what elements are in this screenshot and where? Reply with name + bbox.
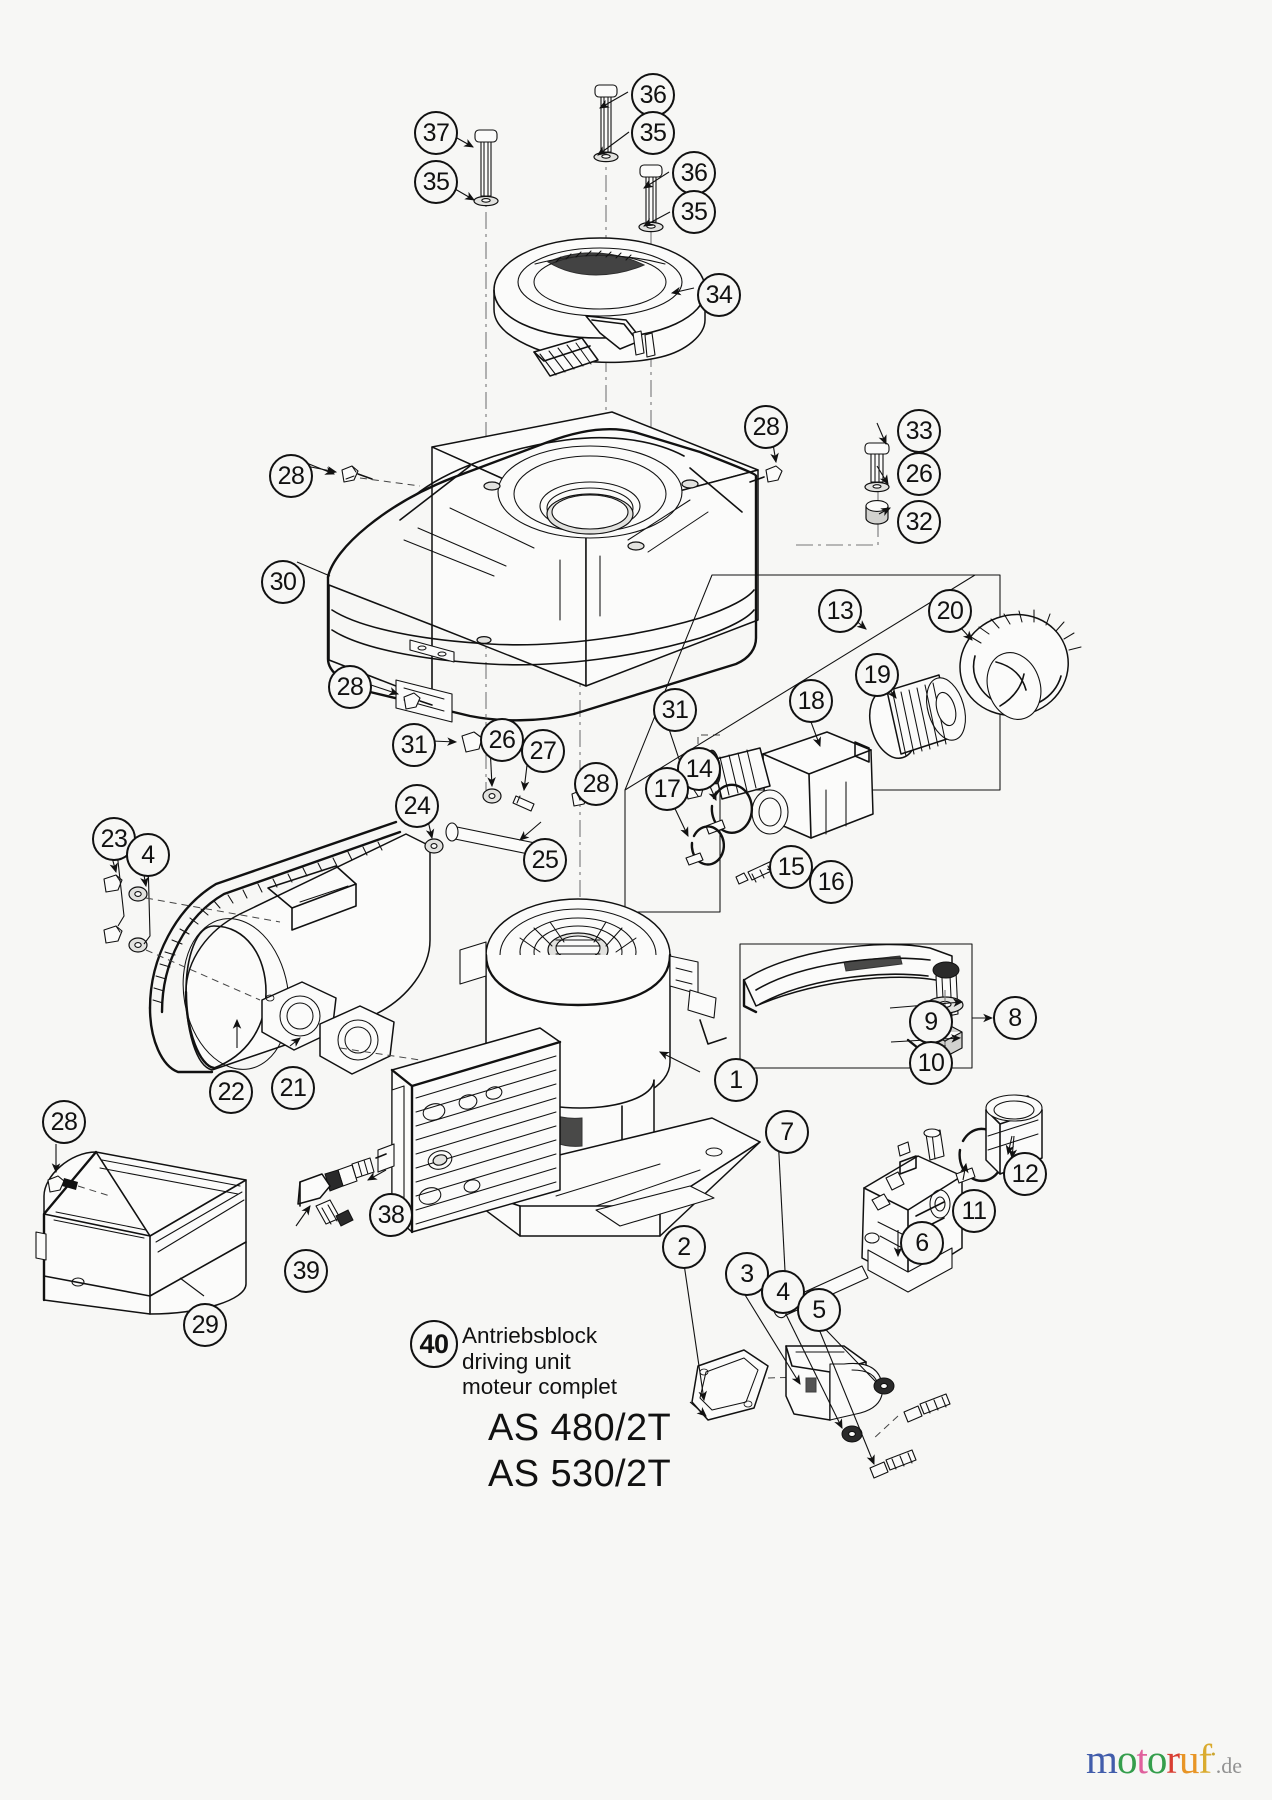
- callout-bubble-9[interactable]: 9: [909, 1000, 953, 1044]
- part-23-bolts: [103, 874, 123, 944]
- callout-bubble-7[interactable]: 7: [765, 1110, 809, 1154]
- callout-bubble-32[interactable]: 32: [897, 500, 941, 544]
- callout-bubble-21[interactable]: 21: [271, 1066, 315, 1110]
- part-28-screw-c: [749, 465, 783, 483]
- caption-block: Antriebsblock driving unit moteur comple…: [462, 1323, 617, 1400]
- callout-bubble-5[interactable]: 5: [797, 1288, 841, 1332]
- part-21-gaskets: [261, 981, 395, 1075]
- part-33-pin: [864, 442, 890, 483]
- part-14-clamp: [705, 783, 754, 835]
- part-26-washer-b: [482, 788, 502, 804]
- part-5-bolts: [869, 1393, 951, 1479]
- callout-bubble-26[interactable]: 26: [897, 452, 941, 496]
- callout-bubble-40[interactable]: 40: [410, 1320, 458, 1368]
- callout-bubble-31[interactable]: 31: [653, 688, 697, 732]
- callout-bubble-39[interactable]: 39: [284, 1249, 328, 1293]
- part-3-intake-manifold: [785, 1345, 884, 1421]
- part-6-carburetor: [861, 1128, 963, 1293]
- callout-bubble-17[interactable]: 17: [645, 767, 689, 811]
- callout-bubble-12[interactable]: 12: [1003, 1152, 1047, 1196]
- part-36-bolt-a: [593, 84, 619, 163]
- watermark-letter: o: [1116, 1736, 1137, 1782]
- part-28-screw-a: [341, 465, 373, 483]
- callout-bubble-29[interactable]: 29: [183, 1303, 227, 1347]
- part-39-plug-cap: [297, 1173, 354, 1227]
- callout-bubble-33[interactable]: 33: [897, 409, 941, 453]
- callout-bubble-28[interactable]: 28: [328, 665, 372, 709]
- callout-bubble-28[interactable]: 28: [574, 762, 618, 806]
- part-31-clip-b: [461, 731, 483, 753]
- part-12-intake-elbow: [985, 1094, 1043, 1175]
- callout-bubble-35[interactable]: 35: [631, 111, 675, 155]
- callout-bubble-26[interactable]: 26: [480, 718, 524, 762]
- part-28-screw-b: [403, 692, 433, 710]
- model-name-1: AS 480/2T: [488, 1407, 672, 1449]
- callout-bubble-38[interactable]: 38: [369, 1193, 413, 1237]
- caption-line-fr: moteur complet: [462, 1374, 618, 1399]
- callout-bubble-36[interactable]: 36: [631, 73, 675, 117]
- callout-bubble-15[interactable]: 15: [769, 845, 813, 889]
- motoruf-watermark: motoruf•.de: [1086, 1739, 1242, 1780]
- callout-bubble-8[interactable]: 8: [993, 996, 1037, 1040]
- callout-bubble-34[interactable]: 34: [697, 273, 741, 317]
- part-4-washers-b: [841, 1377, 895, 1443]
- watermark-tld: .de: [1215, 1753, 1242, 1778]
- callout-bubble-30[interactable]: 30: [261, 560, 305, 604]
- part-38-spark-plug: [324, 1153, 387, 1192]
- callout-bubble-31[interactable]: 31: [392, 723, 436, 767]
- watermark-letter: m: [1086, 1736, 1118, 1782]
- part-30-engine-cowling: [326, 411, 759, 723]
- part-20-filter-cover: [959, 609, 1082, 720]
- watermark-letter: r: [1166, 1736, 1180, 1782]
- part-2-intake-gasket: [691, 1349, 769, 1421]
- callout-bubble-28[interactable]: 28: [42, 1100, 86, 1144]
- watermark-letter: o: [1146, 1736, 1167, 1782]
- caption-line-de: Antriebsblock: [462, 1323, 598, 1348]
- callout-bubble-16[interactable]: 16: [809, 860, 853, 904]
- callout-bubble-36[interactable]: 36: [672, 151, 716, 195]
- part-24-washer: [424, 838, 444, 854]
- callout-bubble-11[interactable]: 11: [952, 1189, 996, 1233]
- part-17-clamp: [685, 825, 726, 866]
- callout-bubble-35[interactable]: 35: [672, 190, 716, 234]
- callout-bubble-28[interactable]: 28: [269, 454, 313, 498]
- callout-bubble-28[interactable]: 28: [744, 405, 788, 449]
- callout-bubble-37[interactable]: 37: [414, 111, 458, 155]
- callout-bubble-25[interactable]: 25: [523, 838, 567, 882]
- watermark-registered-mark: •: [1211, 1746, 1216, 1762]
- model-name-2: AS 530/2T: [488, 1453, 672, 1495]
- callout-bubble-3[interactable]: 3: [725, 1252, 769, 1296]
- callout-bubble-18[interactable]: 18: [789, 679, 833, 723]
- callout-bubble-1[interactable]: 1: [714, 1058, 758, 1102]
- callout-bubble-4[interactable]: 4: [126, 833, 170, 877]
- callout-bubble-20[interactable]: 20: [928, 589, 972, 633]
- part-37-bolt: [473, 129, 499, 207]
- part-26-washer: [864, 481, 890, 493]
- watermark-wordmark: motoruf: [1086, 1736, 1213, 1782]
- model-list: AS 480/2T AS 530/2T: [488, 1405, 671, 1497]
- callout-bubble-35[interactable]: 35: [414, 160, 458, 204]
- part-4-washers: [128, 886, 148, 953]
- callout-bubble-13[interactable]: 13: [818, 589, 862, 633]
- callout-bubble-22[interactable]: 22: [209, 1070, 253, 1114]
- callout-bubble-27[interactable]: 27: [521, 729, 565, 773]
- watermark-letter: u: [1179, 1736, 1199, 1782]
- caption-line-en: driving unit: [462, 1348, 571, 1374]
- part-19-filter-element: [869, 674, 966, 759]
- part-27-pin: [512, 795, 535, 812]
- callout-bubble-10[interactable]: 10: [909, 1041, 953, 1085]
- part-34-recoil-starter: [493, 237, 706, 377]
- part-29-deflector: [35, 1150, 247, 1315]
- part-32-grommet: [865, 500, 889, 525]
- part-8-control-lever: [742, 943, 960, 1054]
- watermark-letter: f: [1198, 1736, 1213, 1782]
- callout-bubble-2[interactable]: 2: [662, 1225, 706, 1269]
- part-28-screw-e: [47, 1175, 111, 1197]
- watermark-letter: t: [1136, 1736, 1147, 1782]
- callout-bubble-24[interactable]: 24: [395, 784, 439, 828]
- callout-bubble-19[interactable]: 19: [855, 653, 899, 697]
- callout-bubble-6[interactable]: 6: [900, 1221, 944, 1265]
